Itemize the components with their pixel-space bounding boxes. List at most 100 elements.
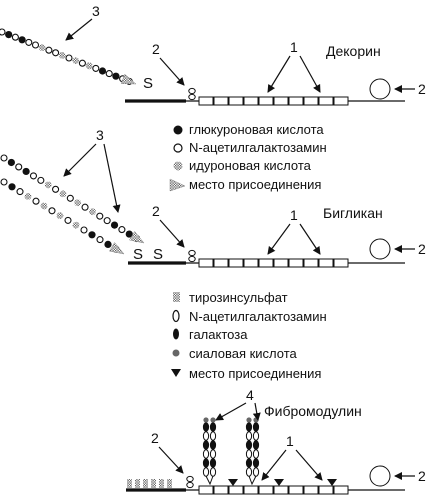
glucuronic-unit — [5, 30, 13, 39]
galnac-unit — [64, 216, 72, 224]
black-oval-icon — [173, 328, 179, 340]
galnac-unit — [78, 59, 86, 67]
core-repeat — [273, 258, 289, 268]
hatched-square-icon — [173, 292, 180, 302]
fibromodulin-panel: Фибромодулин 4 2 1 2 — [126, 387, 426, 495]
galnac-oval — [245, 431, 253, 441]
attachment-triangle — [274, 479, 284, 486]
galnac-unit — [81, 203, 89, 211]
arrow — [299, 223, 321, 255]
arrow — [103, 143, 121, 213]
c-terminal-globule — [369, 465, 391, 487]
galnac-oval — [209, 449, 217, 459]
core-repeat — [318, 485, 334, 495]
galnac-unit — [0, 178, 8, 186]
label-2: 2 — [418, 468, 426, 484]
galactose-oval — [202, 458, 210, 468]
galactose-oval — [252, 440, 260, 450]
galactose-oval — [209, 440, 217, 450]
core-repeats — [198, 96, 349, 106]
galnac-unit — [0, 154, 8, 162]
arrow — [252, 402, 261, 421]
core-repeat — [318, 96, 334, 106]
legend-text: место присоединения — [189, 366, 321, 381]
galactose-oval — [245, 422, 253, 432]
proteoglycan-title: Фибромодулин — [264, 403, 362, 419]
iduronic-unit — [56, 212, 64, 220]
oligo-open-icon — [188, 93, 196, 101]
glucuronic-unit — [125, 230, 133, 238]
legend-text: тирозинсульфат — [189, 290, 288, 305]
galnac-unit — [29, 172, 38, 180]
label-2: 2 — [152, 203, 160, 219]
core-repeats — [198, 485, 349, 495]
glucuronic-unit — [104, 240, 112, 248]
iduronic-unit — [59, 190, 67, 198]
label-2: 2 — [418, 241, 426, 257]
core-repeat — [243, 258, 259, 268]
galnac-unit — [37, 176, 45, 184]
core-repeats — [198, 258, 349, 268]
iduronic-unit — [24, 193, 32, 200]
iduronic-unit — [40, 202, 48, 210]
galnac-unit — [52, 49, 60, 57]
core-repeat — [243, 96, 259, 106]
attachment-triangle — [327, 479, 337, 486]
galnac-unit — [16, 188, 24, 196]
galactose-oval — [252, 458, 260, 468]
galnac-oval — [252, 431, 260, 441]
gag-chain — [0, 28, 137, 85]
core-repeat — [198, 485, 214, 495]
iduronic-unit — [44, 181, 52, 189]
sialic-dot — [246, 417, 252, 423]
core-repeat — [198, 258, 214, 268]
galnac-unit — [118, 226, 126, 234]
legend-gag: глюкуроновая кислота N-ацетилгалактозами… — [169, 122, 327, 192]
core-repeat — [258, 258, 274, 268]
galnac-oval — [209, 431, 217, 441]
arrow — [267, 55, 291, 93]
galnac-unit — [66, 194, 74, 202]
legend-text: идуроновая кислота — [189, 158, 312, 173]
galactose-oval — [209, 422, 217, 432]
arrow — [215, 402, 247, 421]
tyrosine-sulfate — [159, 479, 164, 488]
galnac-oval — [245, 467, 253, 477]
arrow — [158, 446, 184, 474]
iduronic-unit — [72, 221, 80, 229]
iduronic-unit — [74, 199, 82, 207]
serine-label: S — [133, 246, 143, 263]
galactose-oval — [209, 458, 217, 468]
legend-text: место присоединения — [189, 177, 321, 192]
core-repeat — [273, 96, 289, 106]
galnac-oval — [252, 449, 260, 459]
attachment-site — [109, 242, 125, 255]
attachment-site — [129, 231, 145, 244]
galnac-oval — [252, 467, 260, 477]
open-circle-icon — [173, 143, 183, 153]
hatched-circle-icon — [173, 161, 183, 171]
galnac-oval — [202, 467, 210, 477]
galnac-unit — [48, 207, 56, 215]
galnac-unit — [0, 28, 6, 36]
arrow — [267, 223, 291, 255]
iduronic-unit — [89, 208, 96, 216]
galnac-unit — [15, 163, 23, 171]
iduronic-unit — [85, 62, 93, 70]
core-repeat — [273, 485, 289, 495]
arrow — [65, 18, 93, 41]
galactose-oval — [202, 440, 210, 450]
glucuronic-unit — [88, 231, 96, 239]
galactose-oval — [245, 440, 253, 450]
core-repeat — [213, 258, 229, 268]
core-repeat — [303, 258, 319, 268]
oligo-open-icon — [186, 481, 194, 489]
galnac-unit — [32, 197, 40, 205]
chain-stem — [248, 475, 257, 486]
core-repeat — [258, 485, 274, 495]
label-2: 2 — [152, 41, 160, 57]
label-4: 4 — [246, 387, 254, 403]
galnac-unit — [96, 212, 104, 220]
galnac-unit — [92, 64, 100, 72]
